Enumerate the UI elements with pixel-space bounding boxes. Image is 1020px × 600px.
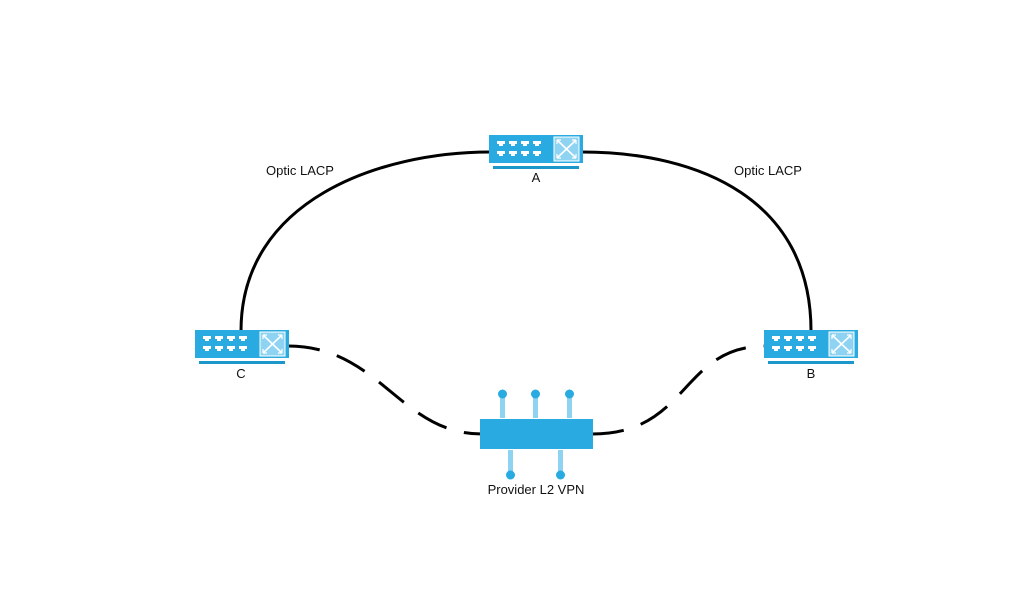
switch-base [493,166,579,169]
antenna-icon [498,389,574,480]
switch-c-label: C [236,366,245,381]
switch-a[interactable]: A [488,134,584,185]
switch-b[interactable]: B [763,329,859,381]
link-label-a-b: Optic LACP [734,163,802,178]
switch-icon [488,134,584,164]
switch-a-label: A [532,170,541,185]
link-provider-b [591,344,767,436]
switch-base [768,361,854,364]
switch-base [199,361,285,364]
switch-b-label: B [807,366,816,381]
switch-icon [763,329,859,359]
switch-icon [194,329,290,359]
link-a-b [581,150,813,332]
switch-c[interactable]: C [194,329,290,381]
link-c-provider [287,344,483,436]
provider-l2-vpn[interactable]: Provider L2 VPN [480,389,593,498]
link-c-a [239,150,491,332]
link-label-c-a: Optic LACP [266,163,334,178]
provider-label: Provider L2 VPN [488,482,585,497]
provider-device-body [480,419,593,449]
